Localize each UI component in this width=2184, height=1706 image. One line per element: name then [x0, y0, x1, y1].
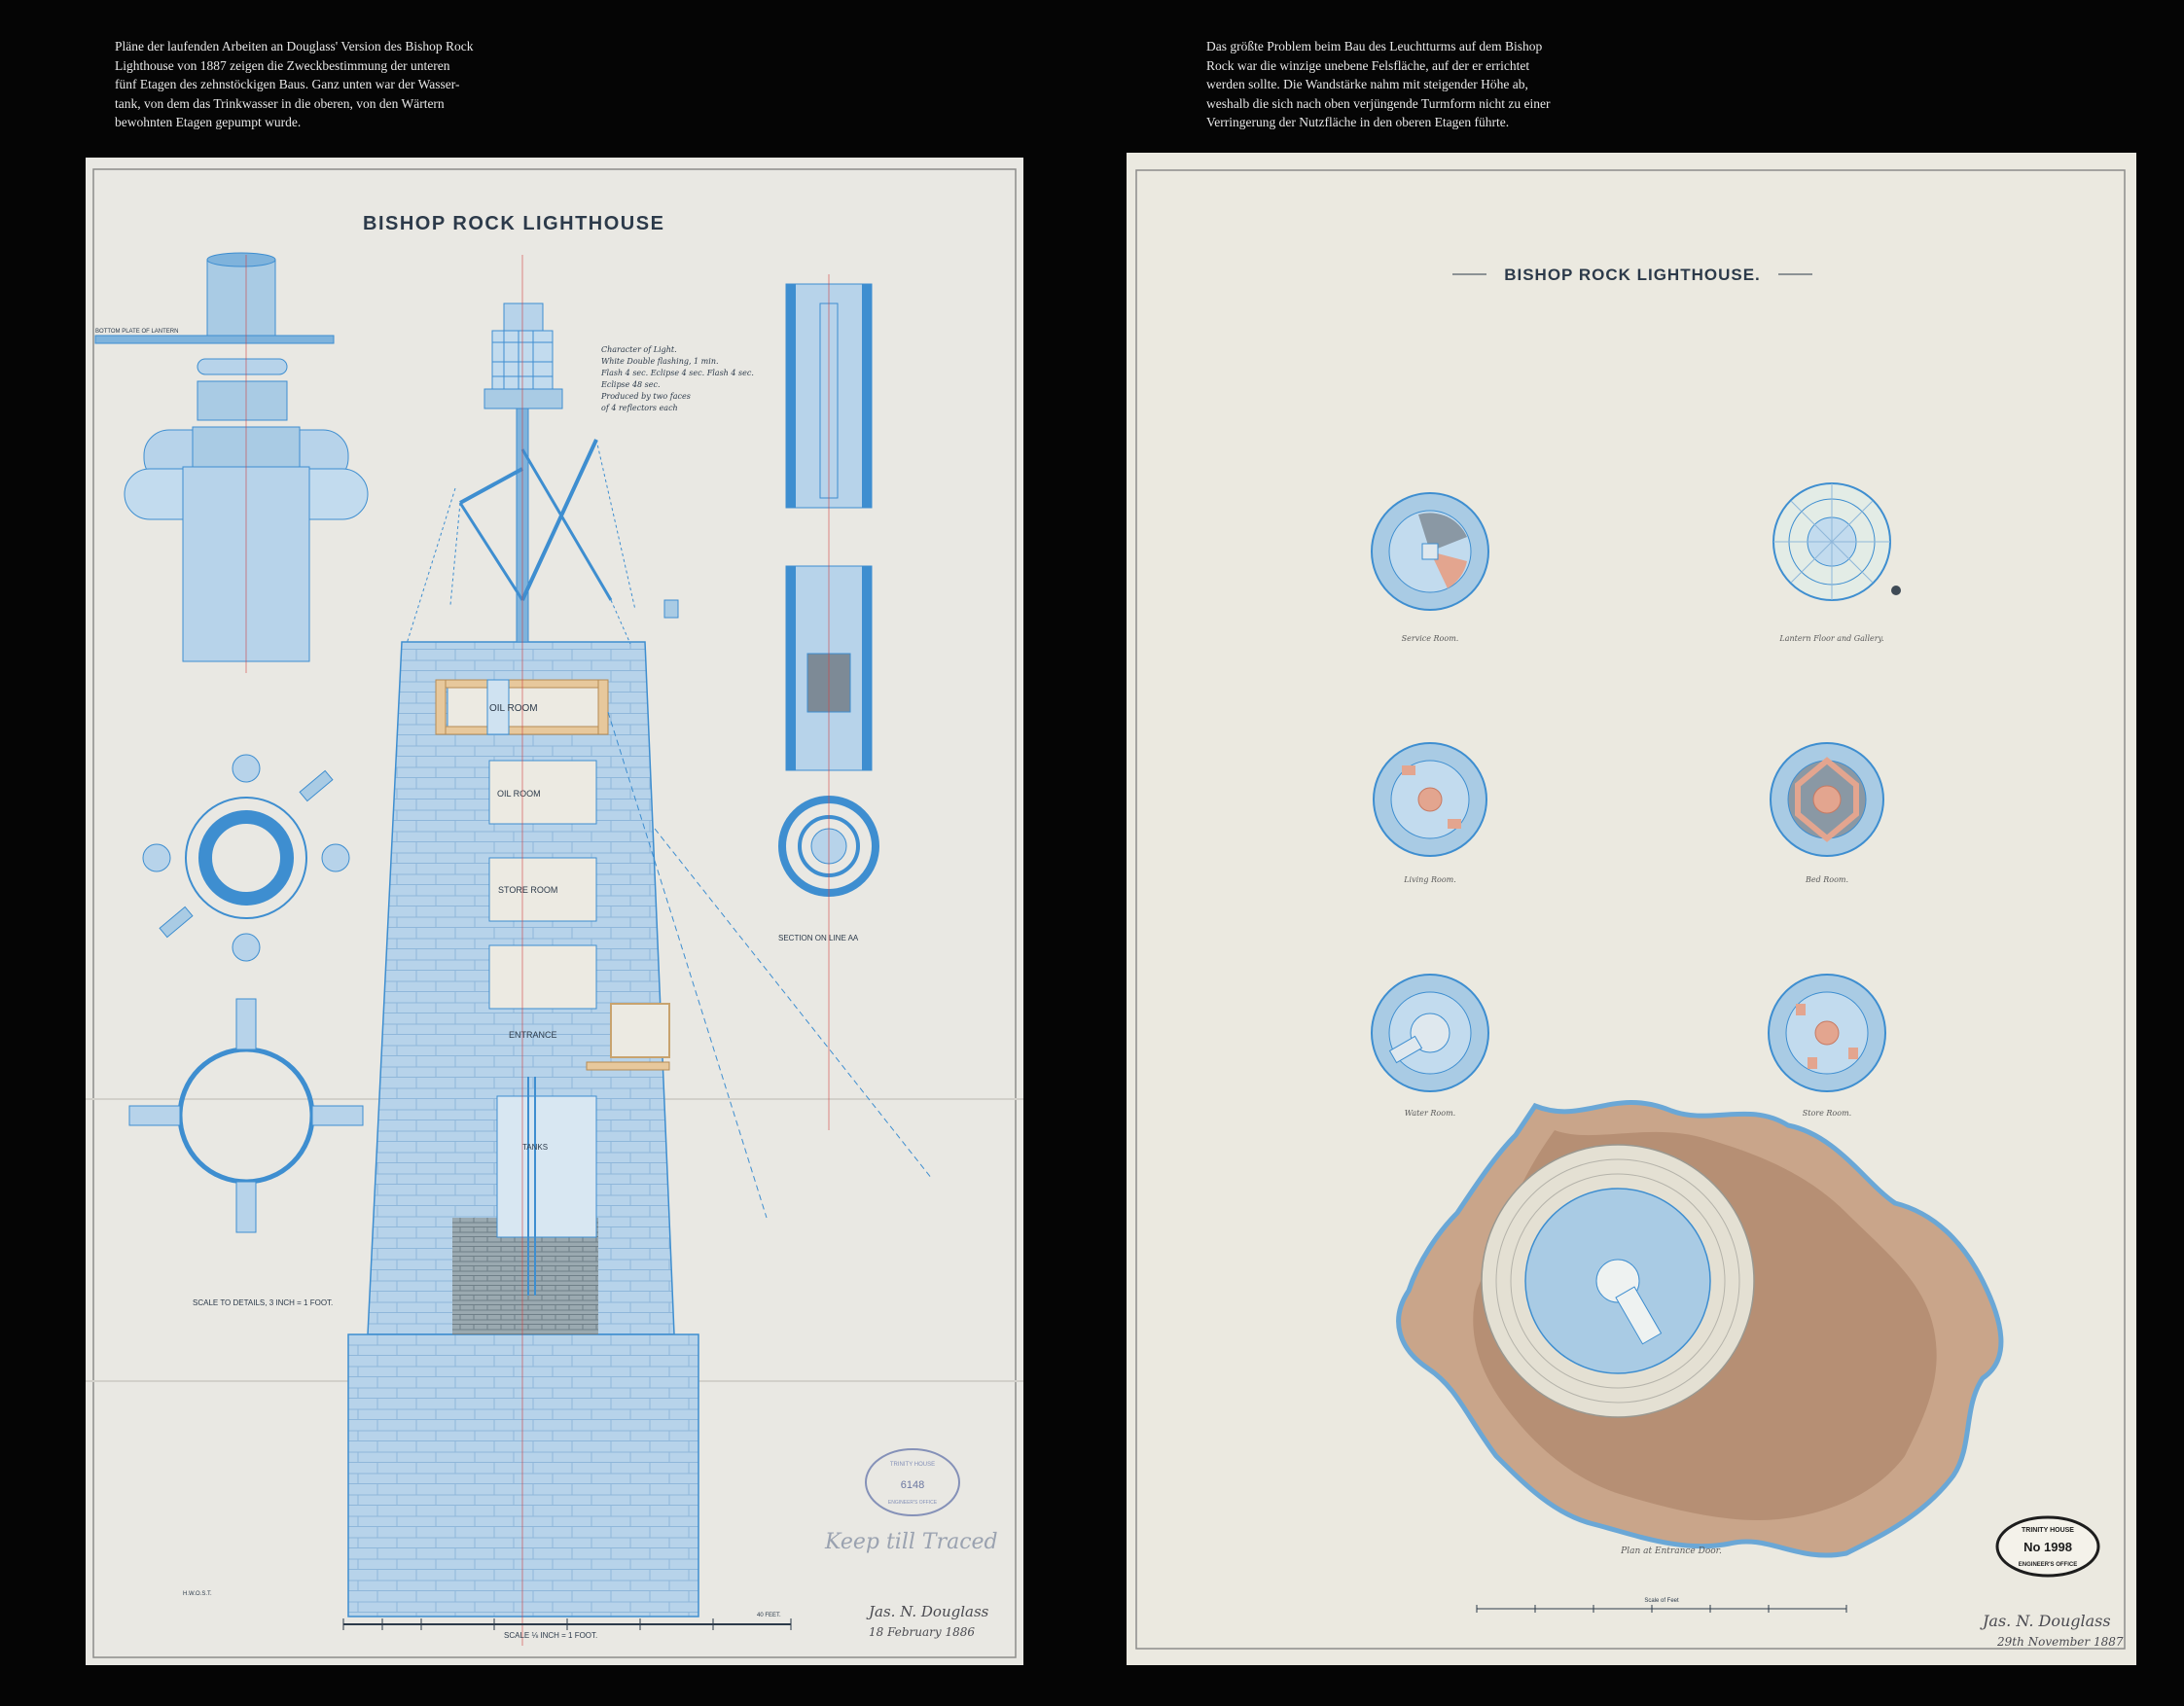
water-room-plan — [1371, 974, 1489, 1092]
main-scale-label: SCALE ⅛ INCH = 1 FOOT. — [504, 1631, 597, 1640]
left-date: 18 February 1886 — [869, 1625, 975, 1639]
bed-room-label: Bed Room. — [1805, 875, 1848, 884]
svg-text:6148: 6148 — [901, 1479, 924, 1491]
right-signature: Jas. N. Douglass — [1980, 1612, 2111, 1630]
scale-end-label: 40 FEET. — [757, 1613, 781, 1618]
ring-plan-detail — [142, 754, 350, 962]
room-label-oil-2: OIL ROOM — [497, 789, 541, 799]
feet-scale-bar — [1476, 1605, 1847, 1613]
section-aa-label: SECTION ON LINE AA — [778, 934, 859, 942]
vertical-section-detail — [778, 274, 879, 1130]
svg-text:TRINITY HOUSE: TRINITY HOUSE — [2022, 1527, 2074, 1534]
store-room-plan — [1768, 974, 1886, 1092]
svg-text:ENGINEER'S OFFICE: ENGINEER'S OFFICE — [888, 1500, 938, 1506]
tower-elevation — [347, 641, 699, 1617]
keep-till-traced-note: Keep till Traced — [824, 1530, 998, 1554]
bottom-plate-label: BOTTOM PLATE OF LANTERN — [95, 329, 178, 335]
plan-title: BISHOP ROCK LIGHTHOUSE. — [1504, 266, 1761, 284]
svg-text:ENGINEER'S OFFICE: ENGINEER'S OFFICE — [2019, 1562, 2077, 1568]
elevation-title: BISHOP ROCK LIGHTHOUSE — [363, 213, 664, 234]
trinity-house-stamp-1998: TRINITY HOUSE No 1998 ENGINEER'S OFFICE — [1995, 1515, 2100, 1578]
feet-scale-label: Scale of Feet — [1644, 1598, 1679, 1604]
main-scale-bar — [342, 1618, 792, 1630]
caption-right: Das größte Problem beim Bau des Leuchttu… — [1206, 39, 1551, 129]
plan-drawing-sheet: BISHOP ROCK LIGHTHOUSE. Service Room. La… — [1127, 153, 2136, 1665]
lantern-floor-plan — [1772, 482, 1901, 601]
cross-plan-detail — [128, 998, 364, 1233]
left-signature: Jas. N. Douglass — [866, 1603, 989, 1620]
room-label-tanks: TANKS — [522, 1143, 548, 1152]
lantern-floor-label: Lantern Floor and Gallery. — [1778, 634, 1883, 643]
service-room-plan — [1371, 492, 1489, 611]
store-room-label: Store Room. — [1803, 1109, 1851, 1118]
living-room-label: Living Room. — [1403, 875, 1456, 884]
details-scale-label: SCALE TO DETAILS, 3 INCH = 1 FOOT. — [193, 1298, 333, 1307]
room-label-entrance: ENTRANCE — [509, 1030, 557, 1040]
entrance-plan-on-rock — [1396, 1100, 2004, 1558]
service-room-label: Service Room. — [1402, 634, 1459, 643]
bed-room-plan — [1770, 742, 1884, 857]
hwost-label: H.W.O.S.T. — [183, 1591, 212, 1597]
elevation-drawing: BISHOP ROCK LIGHTHOUSE BOTTOM PLATE OF L… — [86, 158, 1023, 1665]
right-date: 29th November 1887 — [1996, 1635, 2124, 1649]
trinity-house-stamp-6148: TRINITY HOUSE 6148 ENGINEER'S OFFICE — [865, 1448, 960, 1516]
water-room-label: Water Room. — [1405, 1109, 1455, 1118]
room-label-store: STORE ROOM — [498, 885, 557, 895]
room-label-oil-1: OIL ROOM — [489, 703, 538, 714]
lantern-base-detail: BOTTOM PLATE OF LANTERN — [94, 252, 369, 673]
caption-left: Pläne der laufenden Arbeiten an Douglass… — [115, 39, 474, 129]
crane-and-lantern — [406, 255, 933, 1646]
svg-text:No 1998: No 1998 — [2023, 1540, 2072, 1554]
entrance-plan-label: Plan at Entrance Door. — [1620, 1546, 1722, 1556]
living-room-plan — [1373, 742, 1487, 857]
svg-text:TRINITY HOUSE: TRINITY HOUSE — [890, 1462, 935, 1468]
elevation-drawing-sheet: BISHOP ROCK LIGHTHOUSE BOTTOM PLATE OF L… — [86, 158, 1023, 1665]
plan-drawing: BISHOP ROCK LIGHTHOUSE. Service Room. La… — [1127, 153, 2136, 1665]
light-character-note: Character of Light. White Double flashin… — [600, 345, 756, 412]
